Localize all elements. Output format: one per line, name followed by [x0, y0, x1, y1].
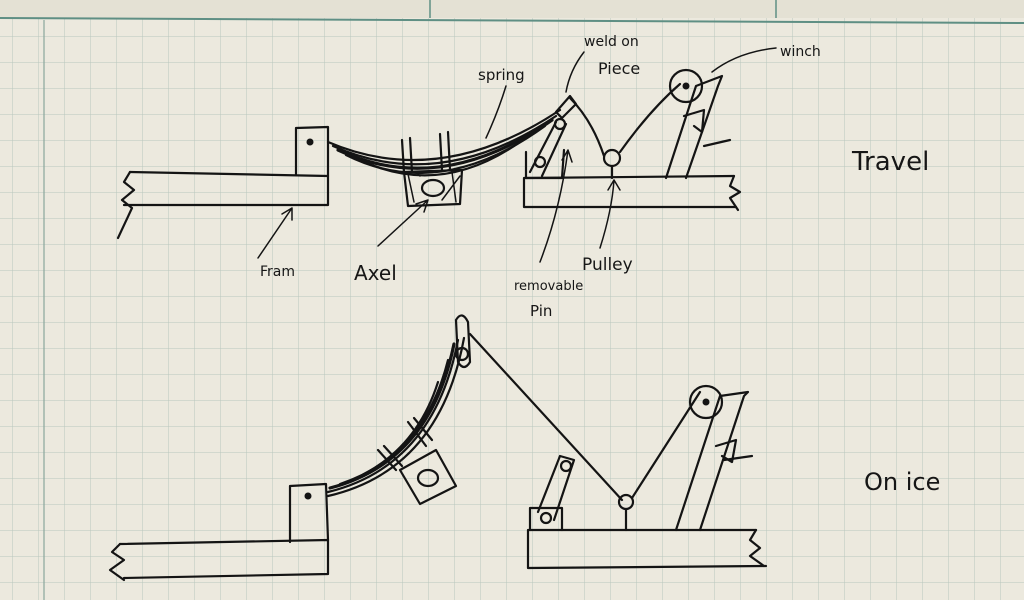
travel-right-frame-break	[728, 174, 742, 212]
ice-bracket-hole	[304, 492, 312, 500]
label-welded-piece-line-2: Piece	[598, 59, 640, 78]
travel-winch-drum	[668, 68, 704, 104]
label-removable-pin-line-1: removable	[514, 279, 583, 294]
travel-winch-bracket	[682, 108, 706, 134]
travel-u-bolt-right	[438, 130, 452, 172]
ice-cable	[468, 332, 702, 502]
ice-pivot-lower	[539, 511, 553, 525]
travel-diagram	[116, 68, 742, 240]
ice-winch-stand	[674, 390, 750, 532]
leader-welded-piece	[565, 51, 585, 93]
ice-axle-hole	[416, 468, 440, 488]
travel-weld-on-piece	[524, 148, 566, 180]
leader-spring	[485, 85, 507, 139]
ice-top-pin	[454, 346, 470, 362]
travel-axle-hole	[420, 178, 446, 198]
travel-cable	[568, 82, 682, 158]
travel-winch-hub	[682, 82, 690, 90]
on-ice-diagram	[108, 314, 768, 582]
ice-axle-block	[398, 448, 458, 506]
label-frame: Fram	[260, 264, 295, 280]
state-label-on-ice: On ice	[864, 468, 940, 496]
leader-axel	[377, 199, 429, 247]
ice-frame-break	[108, 542, 126, 582]
travel-frame-break	[116, 170, 136, 240]
ice-u-bolt-right	[406, 416, 434, 448]
travel-axle-shading	[407, 171, 461, 203]
leader-pulley	[599, 179, 621, 249]
ice-right-frame-break	[748, 528, 766, 568]
top-strip-rule	[0, 17, 1024, 24]
leader-removable-pin	[539, 149, 573, 263]
travel-axle-block	[402, 168, 464, 208]
label-pulley: Pulley	[582, 255, 633, 275]
ice-winch-brace	[722, 454, 754, 462]
label-axel: Axel	[354, 261, 397, 285]
label-winch: winch	[780, 44, 821, 60]
ice-top-shackle	[454, 314, 472, 369]
travel-u-bolt-left	[400, 136, 414, 174]
travel-pivot-lower	[533, 155, 547, 169]
top-strip	[0, 0, 1024, 18]
travel-frame-bracket	[294, 125, 330, 178]
ice-frame-bracket	[288, 482, 330, 544]
travel-pivot-upper	[553, 117, 567, 131]
ice-winch-hub	[702, 398, 710, 406]
ice-frame-beam	[118, 538, 330, 580]
state-label-travel: Travel	[851, 147, 929, 177]
ice-leaf-spring	[326, 336, 466, 498]
travel-bracket-hole	[306, 138, 314, 146]
label-welded-piece-line-1: weld on	[584, 34, 639, 50]
leader-winch	[711, 47, 777, 73]
label-removable-pin-line-2: Pin	[530, 302, 552, 320]
label-spring: spring	[478, 66, 525, 84]
travel-annotations: weld on Piece spring winch Fram Axel rem…	[257, 34, 929, 320]
ice-pivot-arm	[536, 454, 576, 522]
ice-right-frame-beam	[526, 528, 768, 570]
leader-frame	[257, 207, 293, 259]
ice-u-bolt-left	[376, 444, 404, 472]
ice-pivot-upper	[559, 459, 573, 473]
ice-winch-drum	[688, 384, 724, 420]
